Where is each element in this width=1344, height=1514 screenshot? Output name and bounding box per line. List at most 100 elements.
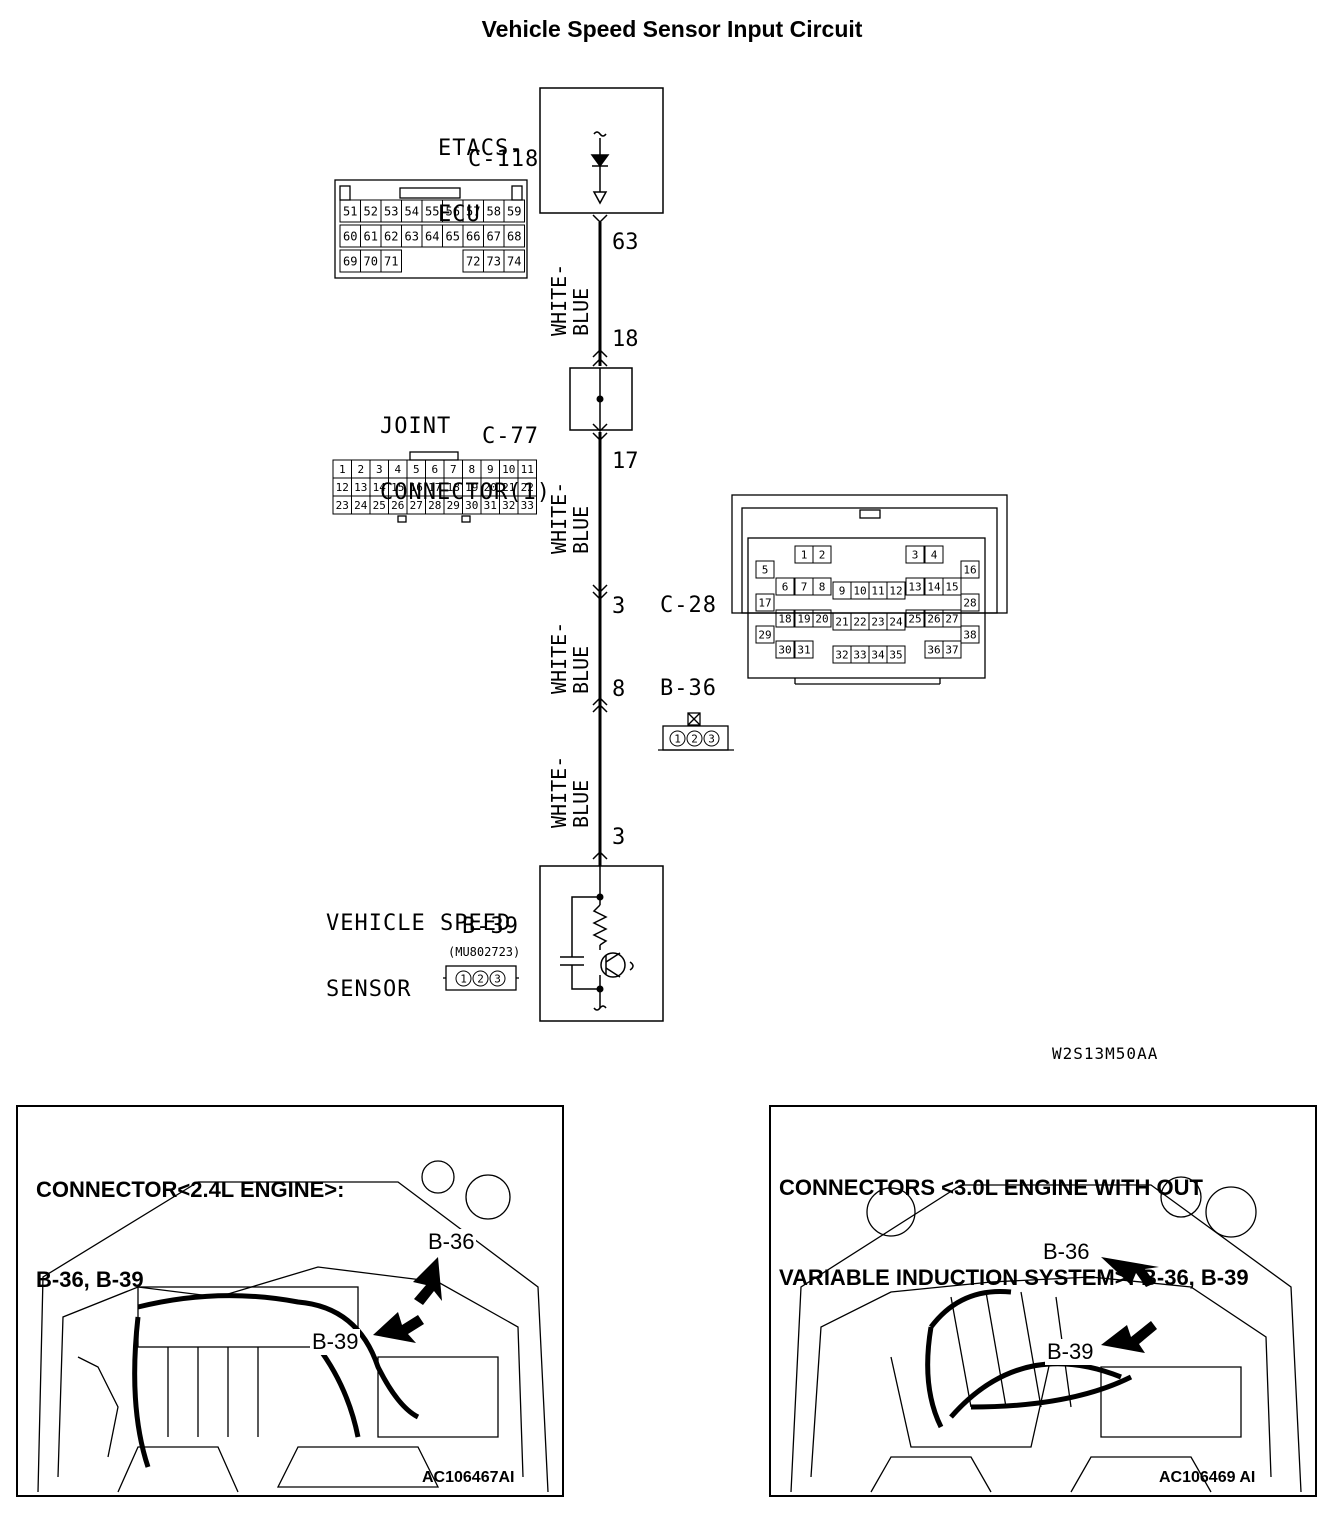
c28-pin-cell xyxy=(960,593,980,612)
joint-pin-number: 29 xyxy=(447,499,460,512)
etacs-pin-number: 53 xyxy=(384,204,398,218)
c28-pin-number: 32 xyxy=(835,648,848,661)
c77-connector-label: C-77 xyxy=(482,424,539,449)
joint-pin-number: 3 xyxy=(376,463,383,476)
c28-pin-number: 13 xyxy=(908,580,921,593)
etacs-pin-number: 60 xyxy=(343,229,357,243)
c28-pin-cell xyxy=(886,645,906,664)
c28-pin-cell xyxy=(942,577,962,596)
c28-pin-cell xyxy=(755,625,775,644)
etacs-pin-number: 61 xyxy=(364,229,378,243)
b36-pin-number: 2 xyxy=(691,732,698,745)
b39-connector-shape xyxy=(443,965,519,991)
joint-pin-number: 32 xyxy=(502,499,515,512)
etacs-ecu-box xyxy=(539,87,664,214)
joint-pin-number: 8 xyxy=(468,463,475,476)
joint-pin-number: 21 xyxy=(502,481,515,494)
c28-pin-number: 26 xyxy=(927,612,940,625)
sensor-pin-cell xyxy=(489,970,506,987)
etacs-pin-number: 58 xyxy=(487,204,501,218)
b36-pin-cell xyxy=(703,730,720,747)
c28-pin-number: 5 xyxy=(762,563,769,576)
sensor-box xyxy=(539,865,664,1022)
panel-left-tag-b36: B-36 xyxy=(426,1229,477,1255)
c28-pin-number: 11 xyxy=(871,584,884,597)
etacs-pin-number: 73 xyxy=(487,254,501,268)
c28-pin-number: 22 xyxy=(853,615,866,628)
b36-pin-cell xyxy=(686,730,703,747)
joint-pin-number: 11 xyxy=(521,463,534,476)
c28-pin-number: 34 xyxy=(871,648,885,661)
c28-pin-number: 17 xyxy=(758,596,771,609)
c28-pin-number: 21 xyxy=(835,615,848,628)
etacs-pin-cell xyxy=(380,249,402,273)
b36-connector-label: B-36 xyxy=(660,676,717,701)
c28-pin-cell xyxy=(886,612,906,631)
joint-pin-number: 9 xyxy=(487,463,494,476)
b36-pin-number: 3 xyxy=(708,732,715,745)
etacs-pin-number: 64 xyxy=(425,229,439,243)
c28-pin-cell xyxy=(905,609,925,628)
joint-pin-cell xyxy=(517,495,537,515)
c118-connector-label: C-118 xyxy=(468,147,540,172)
etacs-pin-number: 72 xyxy=(466,254,480,268)
c28-connector-label: C-28 xyxy=(660,593,717,618)
sensor-part-number: (MU802723) xyxy=(448,945,521,959)
etacs-pin-number: 69 xyxy=(343,254,357,268)
c28-pin-number: 16 xyxy=(963,563,976,576)
panel-right-tag-b39: B-39 xyxy=(1045,1339,1096,1365)
joint-pin-number: 20 xyxy=(484,481,497,494)
joint-pin-number: 19 xyxy=(465,481,478,494)
wire-color-label-4: WHITE-BLUE xyxy=(547,755,593,828)
c28-pin-number: 29 xyxy=(758,628,771,641)
c28-pin-number: 36 xyxy=(927,643,940,656)
joint-pin-number: 5 xyxy=(413,463,420,476)
joint-pin-number: 31 xyxy=(484,499,497,512)
c28-pin-number: 14 xyxy=(927,580,941,593)
pin-label-sensor: 3 xyxy=(612,825,625,850)
etacs-ecu-label: ETACS- ECU xyxy=(438,136,524,227)
joint-pin-number: 16 xyxy=(410,481,423,494)
c28-pin-number: 18 xyxy=(778,612,791,625)
c28-pin-number: 3 xyxy=(912,548,919,561)
etacs-pin-number: 54 xyxy=(405,204,419,218)
sensor-internal-symbol xyxy=(560,866,634,1011)
c28-pin-number: 8 xyxy=(819,580,826,593)
joint-pin-number: 2 xyxy=(357,463,364,476)
etacs-pin-number: 57 xyxy=(466,204,480,218)
wire-connector-marks xyxy=(592,214,608,860)
etacs-pin-number: 55 xyxy=(425,204,439,218)
connector-location-panel-right: CONNECTORS <3.0L ENGINE WITH OUT VARIABL… xyxy=(769,1105,1317,1497)
pin-label-c28: 3 xyxy=(612,594,625,619)
c28-pin-number: 33 xyxy=(853,648,866,661)
joint-pin-number: 33 xyxy=(521,499,534,512)
joint-pin-number: 13 xyxy=(354,481,367,494)
wire-color-label-3: WHITE-BLUE xyxy=(547,621,593,694)
joint-pin-number: 24 xyxy=(354,499,368,512)
pin-label-17: 17 xyxy=(612,449,639,474)
diagram-code: W2S13M50AA xyxy=(1052,1044,1159,1063)
panel-right-tag-b36: B-36 xyxy=(1041,1239,1092,1265)
etacs-pin-number: 56 xyxy=(446,204,460,218)
joint-pin-number: 22 xyxy=(521,481,534,494)
c28-pin-number: 20 xyxy=(815,612,828,625)
joint-pin-number: 30 xyxy=(465,499,478,512)
sensor-pin-number: 1 xyxy=(460,972,467,985)
c28-pin-number: 1 xyxy=(801,548,808,561)
engine-bay-illustration-left xyxy=(37,1160,549,1493)
joint-pin-number: 23 xyxy=(336,499,349,512)
joint-pin-number: 17 xyxy=(428,481,441,494)
etacs-pin-cell xyxy=(503,224,525,248)
joint-pin-number: 6 xyxy=(431,463,438,476)
joint-connector-box xyxy=(569,367,633,431)
c28-pin-number: 27 xyxy=(945,612,958,625)
c28-pin-number: 24 xyxy=(889,615,903,628)
c28-pin-number: 6 xyxy=(782,580,789,593)
page-title: Vehicle Speed Sensor Input Circuit xyxy=(481,16,863,42)
c28-pin-cell xyxy=(775,577,795,596)
joint-pin-number: 4 xyxy=(394,463,401,476)
c28-pin-number: 35 xyxy=(889,648,902,661)
